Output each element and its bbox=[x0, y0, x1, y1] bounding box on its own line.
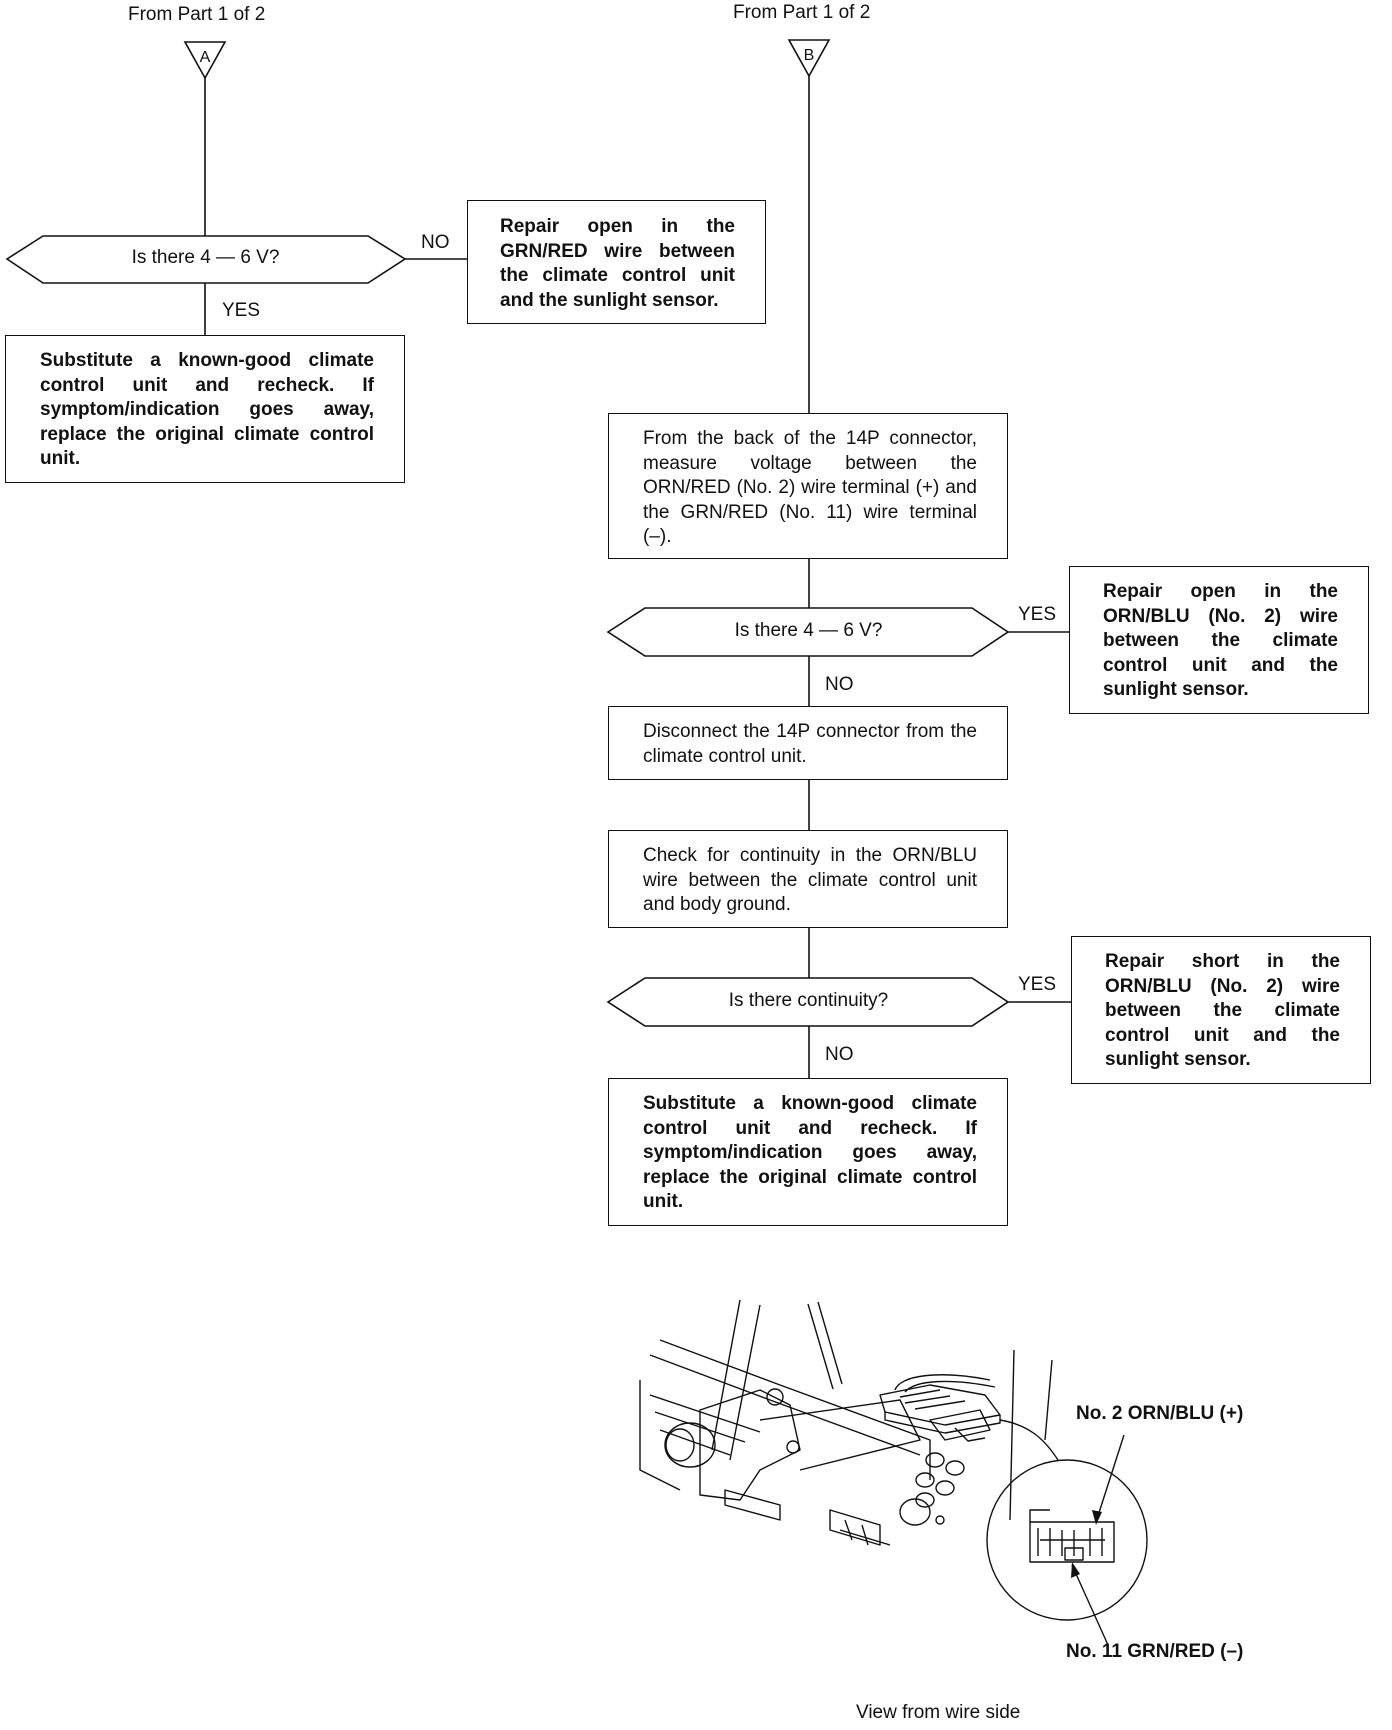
connector-b-letter: B bbox=[804, 47, 815, 64]
right-decision1-yes-box: Repair open in the ORN/BLU (No. 2) wire … bbox=[1069, 566, 1369, 714]
left-yes-box-text: Substitute a known-good climate control … bbox=[40, 350, 374, 469]
right-decision1-no-label: NO bbox=[825, 674, 854, 695]
left-no-label: NO bbox=[421, 232, 450, 253]
climate-unit-illustration bbox=[639, 1299, 1148, 1646]
right-decision2-yes-label: YES bbox=[1018, 974, 1057, 995]
right-decision1-text: Is there 4 — 6 V? bbox=[734, 620, 883, 641]
left-yes-box: Substitute a known-good climate control … bbox=[5, 335, 405, 483]
right-final-box-text: Substitute a known-good climate control … bbox=[643, 1093, 977, 1212]
left-no-box-text: Repair open in the GRN/RED wire between … bbox=[500, 216, 735, 311]
right-decision1-yes-label: YES bbox=[1018, 604, 1057, 625]
right-from-label: From Part 1 of 2 bbox=[733, 2, 871, 23]
callout-no2-orn-blu: No. 2 ORN/BLU (+) bbox=[1076, 1403, 1244, 1424]
right-step3-text: Check for continuity in the ORN/BLU wire… bbox=[643, 845, 977, 915]
left-no-box: Repair open in the GRN/RED wire between … bbox=[467, 200, 766, 324]
left-from-label: From Part 1 of 2 bbox=[128, 4, 266, 25]
right-decision1-yes-box-text: Repair open in the ORN/BLU (No. 2) wire … bbox=[1103, 581, 1338, 700]
right-step2-text: Disconnect the 14P connector from the cl… bbox=[643, 721, 977, 767]
callout-top-arrowhead bbox=[1092, 1510, 1102, 1525]
left-yes-label: YES bbox=[222, 300, 261, 321]
right-step1-box: From the back of the 14P connector, meas… bbox=[608, 413, 1008, 559]
right-step2-box: Disconnect the 14P connector from the cl… bbox=[608, 706, 1008, 780]
right-decision2-no-label: NO bbox=[825, 1044, 854, 1065]
left-decision-text: Is there 4 — 6 V? bbox=[131, 247, 280, 268]
callout-bottom-arrowhead bbox=[1071, 1562, 1080, 1578]
right-decision2-yes-box: Repair short in the ORN/BLU (No. 2) wire… bbox=[1071, 936, 1371, 1084]
right-step1-text: From the back of the 14P connector, meas… bbox=[643, 428, 977, 547]
illustration-caption: View from wire side bbox=[856, 1702, 1021, 1723]
right-step3-box: Check for continuity in the ORN/BLU wire… bbox=[608, 830, 1008, 928]
connector-a-triangle bbox=[183, 41, 227, 80]
right-decision2-yes-box-text: Repair short in the ORN/BLU (No. 2) wire… bbox=[1105, 951, 1340, 1070]
connector-b-triangle bbox=[787, 39, 831, 78]
callout-no11-grn-red: No. 11 GRN/RED (–) bbox=[1066, 1641, 1244, 1662]
right-final-box: Substitute a known-good climate control … bbox=[608, 1078, 1008, 1226]
connector-a-letter: A bbox=[200, 49, 211, 66]
right-decision2-text: Is there continuity? bbox=[728, 990, 889, 1011]
